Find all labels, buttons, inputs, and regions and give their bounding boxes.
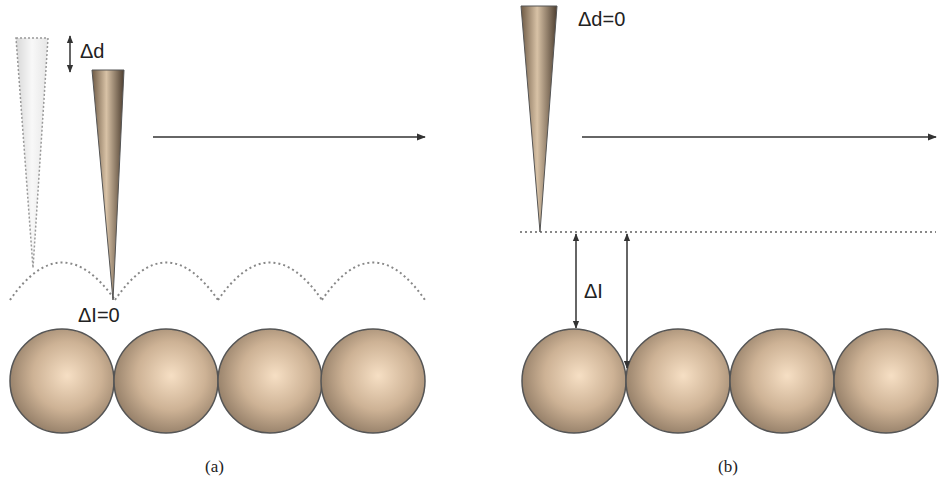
gap-arrow	[626, 234, 628, 368]
height-change-label: Δd	[80, 40, 104, 62]
current-change-label: ΔI	[584, 280, 603, 302]
scan-direction-arrow	[153, 136, 425, 138]
stm-tip	[521, 6, 557, 232]
panel-caption: (b)	[718, 456, 738, 478]
panel-caption: (a)	[205, 456, 224, 478]
contour-arcs	[10, 263, 425, 301]
scan-direction-arrow	[582, 136, 936, 138]
previous-tip	[16, 38, 48, 268]
height-change-arrow	[69, 36, 71, 72]
atom-row	[522, 329, 938, 433]
stm-tip	[92, 70, 124, 300]
atom-row	[10, 329, 425, 433]
height-change-label: Δd=0	[578, 8, 625, 30]
constant-height-line	[520, 231, 936, 233]
current-change-label: ΔI=0	[78, 304, 120, 326]
gap-arrow	[575, 234, 577, 328]
